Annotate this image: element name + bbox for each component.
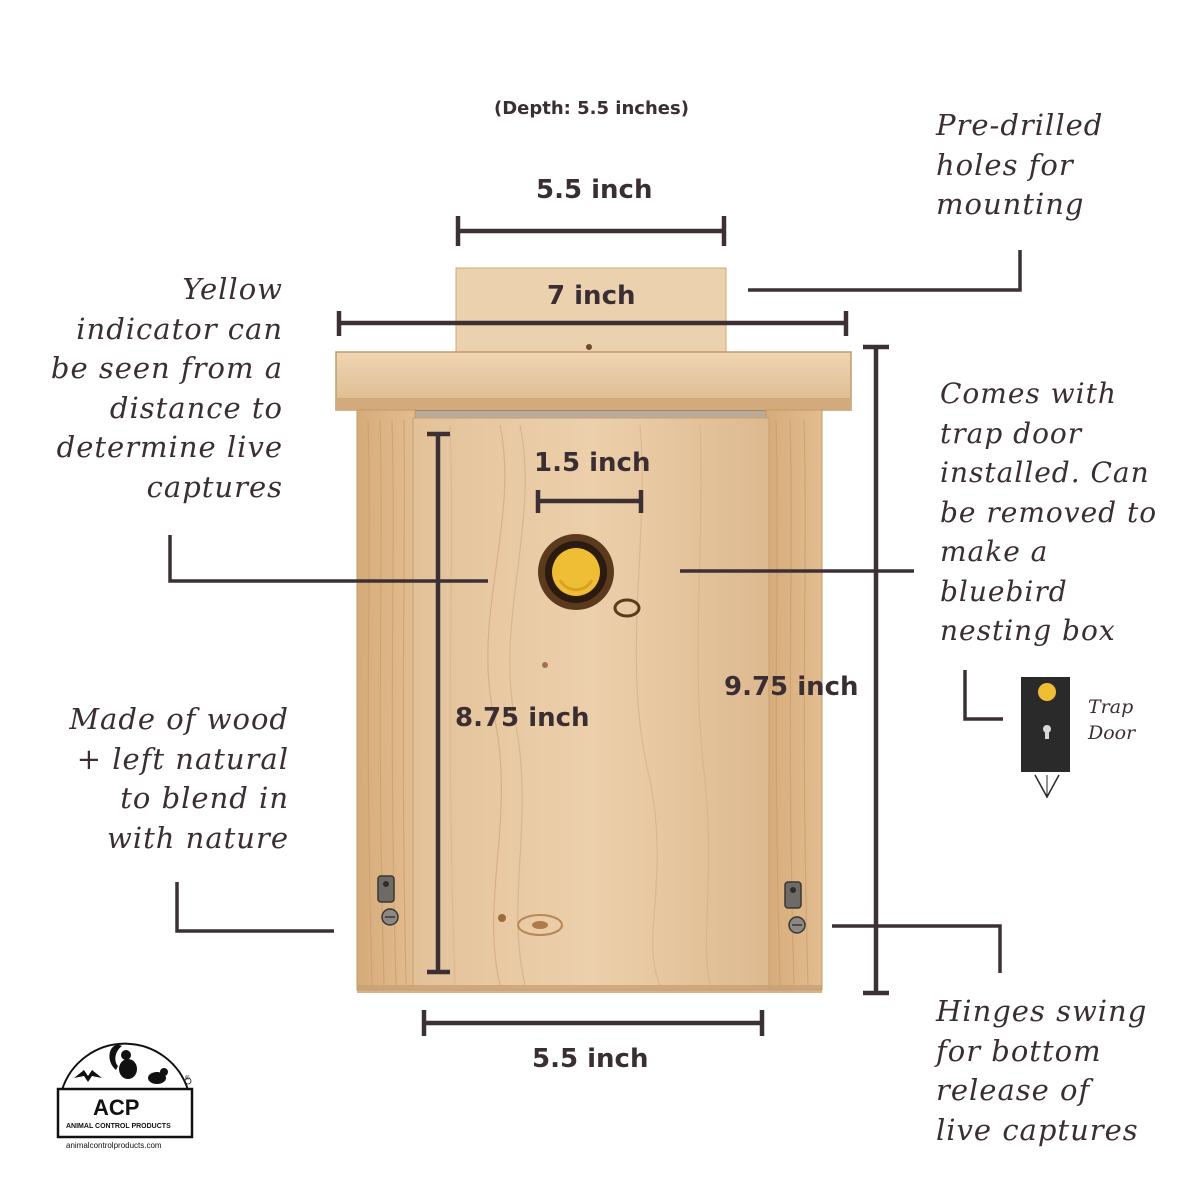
hole-diameter-label: 1.5 inch	[534, 448, 651, 478]
mounting-note: Pre-drilled holes for mounting	[936, 108, 1104, 221]
indicator-note: Yellow indicator can be seen from a dist…	[50, 272, 283, 504]
trap-door-label: Trap Door	[1088, 696, 1136, 744]
front-door	[412, 417, 770, 991]
logo-registered-mark: ®	[185, 1076, 190, 1082]
door-height-label: 8.75 inch	[455, 703, 590, 733]
back-board	[455, 267, 727, 359]
logo-name: ACP	[93, 1095, 140, 1120]
material-note: Made of wood + left natural to blend in …	[69, 702, 289, 855]
hinges-note: Hinges swing for bottom release of live …	[936, 994, 1148, 1147]
trap-door-illustration	[1021, 677, 1070, 799]
bottom-width-label: 5.5 inch	[532, 1044, 649, 1074]
top-width-label: 5.5 inch	[536, 175, 653, 205]
logo-url: animalcontrolproducts.com	[66, 1141, 162, 1150]
squirrel-icon	[109, 1044, 137, 1079]
hinge-icon-right	[784, 881, 806, 934]
acp-logo	[56, 1042, 194, 1139]
total-height-label: 9.75 inch	[724, 672, 859, 702]
trap-door-note: Comes with trap door installed. Can be r…	[940, 377, 1158, 647]
callout-lines	[168, 250, 1022, 973]
wood-grain	[367, 419, 809, 986]
left-side	[356, 409, 416, 991]
mounting-hole	[586, 344, 592, 350]
logo-subtitle: ANIMAL CONTROL PRODUCTS	[66, 1123, 171, 1130]
hinge-icon-left	[377, 875, 399, 926]
depth-label: (Depth: 5.5 inches)	[494, 98, 689, 119]
dimension-lines	[336, 216, 889, 1036]
raccoon-icon	[148, 1068, 168, 1084]
bat-icon	[74, 1070, 102, 1082]
trap-door-indicator	[1038, 683, 1056, 701]
roof-width-label: 7 inch	[547, 281, 636, 311]
wood-knot	[517, 914, 563, 936]
